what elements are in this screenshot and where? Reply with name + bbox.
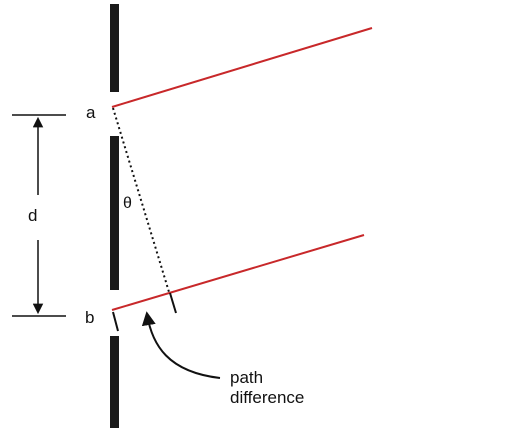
label-slit-b: b [85,308,94,327]
path-difference-tick-left [112,311,119,332]
label-slit-separation-d: d [28,206,37,225]
upper-ray [111,27,373,108]
perpendicular-dotted-line [112,107,170,293]
barrier-top-segment [110,4,119,92]
lower-ray [111,234,365,311]
label-slit-a: a [86,103,96,122]
barrier-bottom-segment [110,336,119,428]
barrier-middle-segment [110,136,119,290]
label-angle-theta: θ [123,195,132,212]
label-path-difference-line2: difference [230,388,304,407]
label-path-difference-line1: path [230,368,263,387]
path-difference-curved-arrow [141,311,221,379]
path-difference-tick-right [169,292,177,314]
